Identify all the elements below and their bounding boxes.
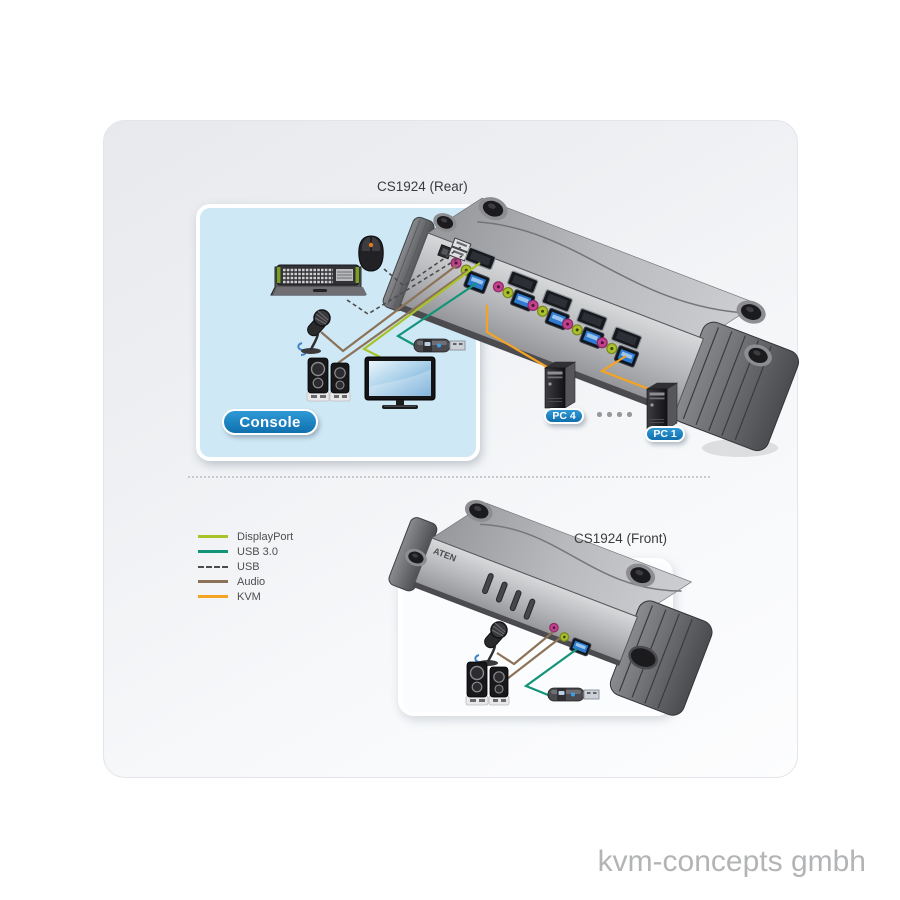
pc4-badge: PC 4 — [544, 408, 584, 424]
legend-label: USB — [237, 560, 260, 573]
audio-line-front-mic — [496, 631, 554, 666]
usb3-line-front-drive — [523, 648, 578, 699]
rear-device-label: CS1924 (Rear) — [377, 179, 468, 194]
usb-line-mouse — [383, 246, 462, 288]
console-badge: Console — [222, 409, 318, 435]
legend-line-kvm — [198, 595, 228, 598]
displayport-line-monitor — [361, 262, 481, 358]
keyboard-icon — [270, 264, 367, 296]
legend-item-kvm: KVM — [198, 589, 293, 604]
legend-line-audio — [198, 580, 228, 583]
connection-lines — [320, 246, 655, 699]
top-face-curve — [477, 221, 749, 314]
ellipsis-dot — [607, 412, 612, 417]
legend-line-usb3 — [198, 550, 228, 553]
legend-item-displayport: DisplayPort — [198, 529, 293, 544]
pc-ellipsis-dots — [597, 412, 632, 417]
legend-label: KVM — [237, 590, 261, 603]
usb3-line-drive — [395, 282, 478, 347]
kvm-line-pc4 — [485, 305, 553, 371]
pc1-badge: PC 1 — [645, 426, 685, 442]
legend-item-audio: Audio — [198, 574, 293, 589]
brand-watermark: kvm-concepts gmbh — [597, 845, 866, 878]
audio-line-mic — [320, 264, 458, 353]
legend-line-displayport — [198, 535, 228, 538]
monitor-icon — [364, 356, 436, 409]
legend-item-usb3: USB 3.0 — [198, 544, 293, 559]
pc-port-group — [596, 326, 643, 368]
ellipsis-dot — [617, 412, 622, 417]
pc-port-group — [527, 289, 573, 331]
legend-label: Audio — [237, 575, 266, 588]
audio-line-front-speakers — [506, 637, 561, 680]
legend-line-usb — [198, 565, 228, 568]
legend-item-usb: USB — [198, 559, 293, 574]
end-cap-foot — [628, 645, 658, 670]
mouse-icon — [358, 235, 384, 272]
pc-port-groups — [492, 270, 643, 368]
ellipsis-dot — [597, 412, 602, 417]
pc-port-group — [492, 270, 539, 312]
port-select-buttons — [482, 573, 536, 620]
audio-line-speakers — [337, 270, 468, 364]
front-device-label: CS1924 (Front) — [574, 531, 668, 546]
section-divider — [188, 476, 710, 478]
legend-label: USB 3.0 — [237, 545, 278, 558]
kvm-line-pc1 — [599, 355, 655, 393]
kvm-switch-front: ATEN — [388, 496, 713, 716]
kvm-switch-rear — [382, 193, 800, 452]
legend-label: DisplayPort — [237, 530, 294, 543]
ellipsis-dot — [627, 412, 632, 417]
top-face-curve — [480, 523, 682, 592]
usb-line-keyboard — [346, 255, 463, 315]
